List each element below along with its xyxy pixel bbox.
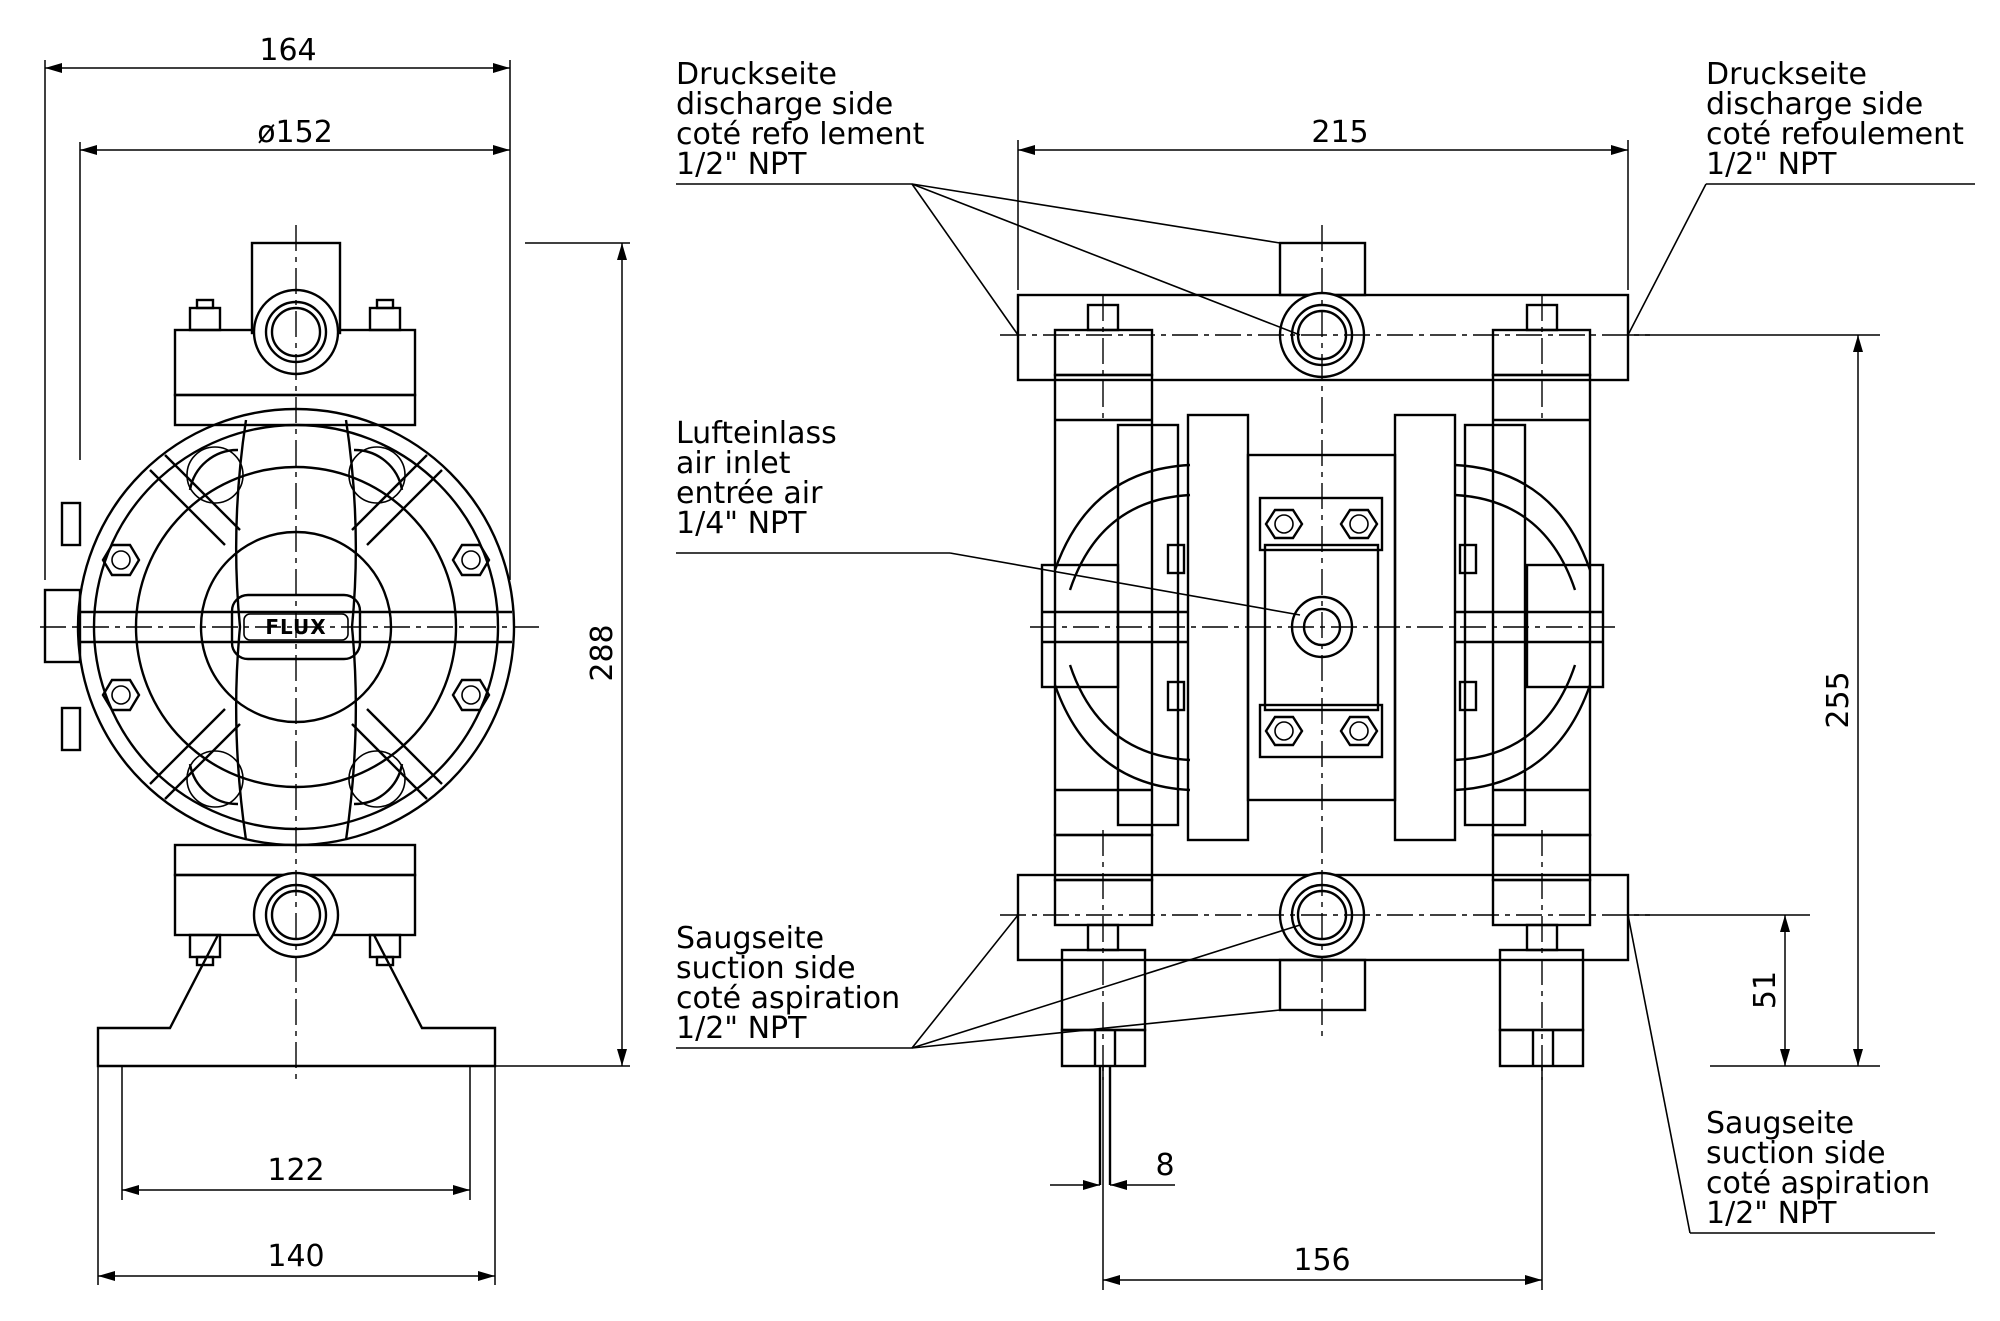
discharge-right-line4: 1/2" NPT [1706, 147, 1837, 182]
dim-152: ø152 [79, 115, 510, 460]
front-bottom-manifold [173, 843, 417, 877]
discharge-right-line2: discharge side [1706, 87, 1923, 122]
dim-152-label: ø152 [257, 115, 333, 150]
dim-51-label: 51 [1748, 971, 1783, 1009]
front-view: 164 ø152 288 [40, 33, 630, 1285]
dim-8-label: 8 [1155, 1148, 1174, 1183]
discharge-left-line3: coté refo lement [676, 117, 925, 152]
dim-164-label: 164 [259, 33, 316, 68]
dim-288: 288 [395, 242, 630, 1067]
dim-255: 255 [1628, 334, 1880, 1067]
front-check-valve-domes [186, 446, 406, 808]
air-block-bolts [1258, 496, 1384, 759]
side-left-fitting [1040, 563, 1120, 689]
callout-air-inlet: Lufteinlass air inlet entrée air 1/4" NP… [676, 416, 1301, 616]
dim-140-label: 140 [267, 1239, 324, 1274]
front-housing-bolts [101, 543, 491, 712]
side-left-column [1053, 373, 1154, 837]
side-small-studs [1166, 543, 1478, 712]
dim-164: 164 [44, 33, 511, 580]
dim-140: 140 [97, 1066, 496, 1285]
suction-left-line2: suction side [676, 951, 856, 986]
discharge-right-line1: Druckseite [1706, 57, 1867, 92]
suction-right-line2: suction side [1706, 1136, 1886, 1171]
dim-8: 8 [1050, 1148, 1175, 1190]
suction-right-line1: Saugseite [1706, 1106, 1854, 1141]
suction-right-line4: 1/2" NPT [1706, 1196, 1837, 1231]
callout-suction-right: Saugseite suction side coté aspiration 1… [1627, 914, 1935, 1234]
front-diagonal-ribs [149, 454, 443, 800]
side-legs [1060, 948, 1585, 1185]
suction-left-line1: Saugseite [676, 921, 824, 956]
air-inlet-line3: entrée air [676, 476, 823, 511]
discharge-left-line2: discharge side [676, 87, 893, 122]
callout-discharge-left: Druckseite discharge side coté refo leme… [676, 57, 1301, 336]
dim-255-label: 255 [1821, 671, 1856, 728]
air-inlet-line2: air inlet [676, 446, 791, 481]
dim-288-label: 288 [585, 624, 620, 681]
side-view: 215 [1000, 115, 1880, 1290]
side-right-fitting [1525, 563, 1605, 689]
callout-discharge-right: Druckseite discharge side coté refouleme… [1627, 57, 1975, 336]
front-top-bolts [188, 298, 402, 332]
discharge-left-line1: Druckseite [676, 57, 837, 92]
dim-156-label: 156 [1293, 1243, 1350, 1278]
dim-122-label: 122 [267, 1153, 324, 1188]
dim-215: 215 [1017, 115, 1629, 290]
air-inlet-line4: 1/4" NPT [676, 506, 807, 541]
side-right-column [1491, 373, 1592, 837]
dim-215-label: 215 [1311, 115, 1368, 150]
dim-51: 51 [1628, 914, 1810, 1066]
discharge-left-line4: 1/2" NPT [676, 147, 807, 182]
callout-suction-left: Saugseite suction side coté aspiration 1… [676, 914, 1301, 1049]
side-diaphragm-housings [1053, 413, 1592, 842]
suction-left-line3: coté aspiration [676, 981, 900, 1016]
discharge-right-line3: coté refoulement [1706, 117, 1964, 152]
suction-left-line4: 1/2" NPT [676, 1011, 807, 1046]
dim-156: 156 [1102, 1066, 1543, 1290]
front-side-fittings [43, 501, 82, 752]
air-inlet-line1: Lufteinlass [676, 416, 837, 451]
suction-right-line3: coté aspiration [1706, 1166, 1930, 1201]
dim-122: 122 [121, 1066, 471, 1200]
